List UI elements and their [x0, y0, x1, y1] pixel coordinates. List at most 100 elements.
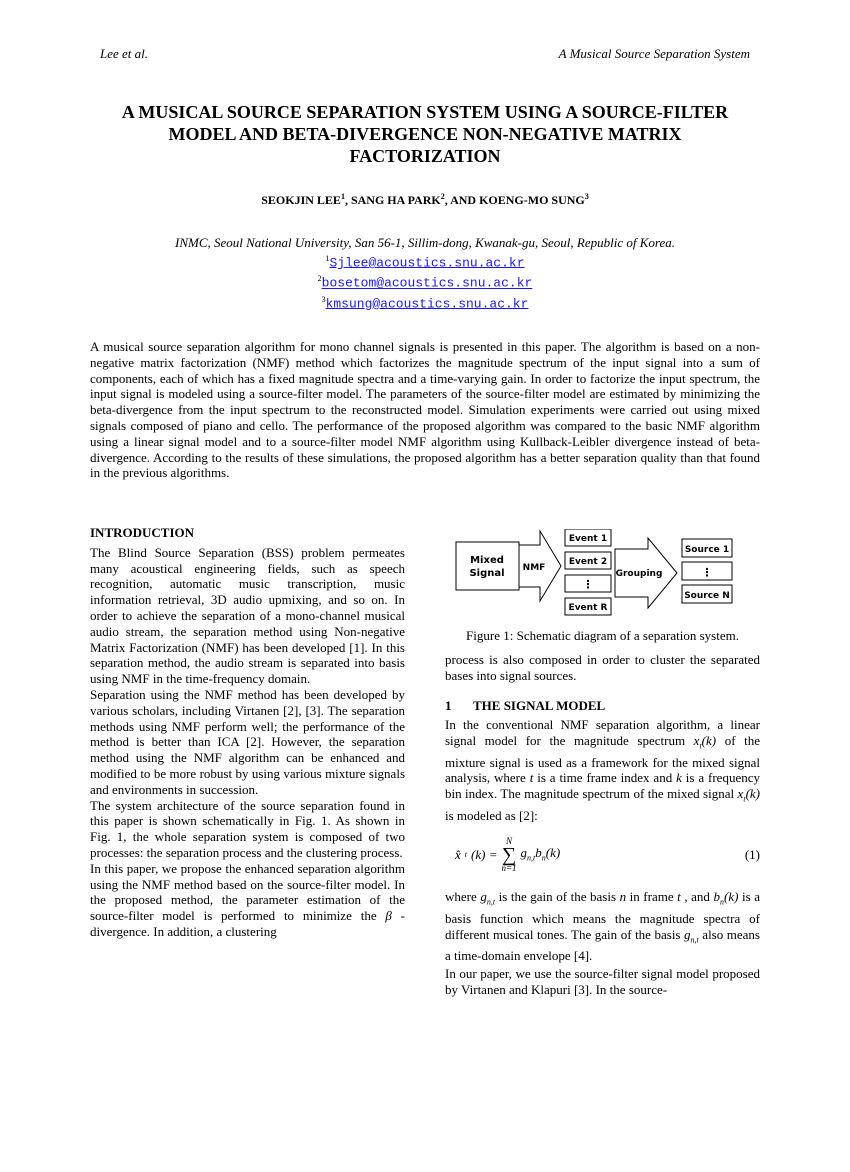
abstract: A musical source separation algorithm fo… [90, 339, 760, 481]
author-sep: , [344, 193, 351, 207]
email-2-marker: 2 [317, 274, 322, 284]
math-x: x [693, 733, 700, 749]
math-t: t [529, 770, 534, 786]
math-arg: (k) [723, 889, 739, 905]
math-n: n [619, 889, 627, 905]
event-2-label: Event 2 [569, 557, 607, 567]
beta-symbol: β [385, 908, 392, 924]
running-head-title: A Musical Source Separation System [558, 46, 750, 61]
title-line-1: A MUSICAL SOURCE SEPARATION SYSTEM USING… [121, 102, 729, 122]
signal-model-paragraph-3: In our paper, we use the source-filter s… [445, 965, 760, 997]
event-2-box [564, 551, 612, 570]
event-r-box [564, 597, 612, 616]
section-title: THE SIGNAL MODEL [473, 697, 606, 713]
left-column: INTRODUCTION The Blind Source Separation… [90, 525, 405, 940]
event-1-label: Event 1 [569, 534, 607, 544]
text-run: is a frequency bin index. The magnitude … [445, 770, 760, 802]
mixed-label-2: Signal [469, 568, 504, 579]
text-run: In the conventional NMF separation algor… [445, 717, 760, 749]
sum-operator: N ∑ n=1 [501, 837, 516, 873]
math-b: b [713, 889, 720, 905]
intro-paragraph-1: The Blind Source Separation (BSS) proble… [90, 544, 405, 687]
author-list: SEOKJIN LEE1, SANG HA PARK2, AND KOENG-M… [60, 192, 790, 208]
continued-paragraph: process is also composed in order to clu… [445, 652, 760, 683]
author-sep: , AND [444, 193, 480, 207]
equation-number: (1) [744, 847, 760, 863]
eq-b: b [535, 844, 542, 860]
source-dots-box [681, 561, 733, 581]
math-sub: t [699, 741, 702, 751]
intro-paragraph-2: Separation using the NMF method has been… [90, 686, 405, 797]
section-number: 1 [445, 697, 452, 713]
text-run: where [445, 889, 481, 905]
email-link-3[interactable]: kmsung@acoustics.snu.ac.kr [325, 295, 529, 311]
equation-1: x̂t(k) = N ∑ n=1 gn,tbn(k) (1) [455, 837, 760, 873]
figure-1-caption: Figure 1: Schematic diagram of a separat… [466, 628, 739, 643]
section-heading-signal-model: 1 THE SIGNAL MODEL [445, 698, 760, 714]
email-link-1[interactable]: Sjlee@acoustics.snu.ac.kr [329, 255, 525, 271]
grouping-arrow-icon [614, 536, 678, 610]
text-run: of the mixture signal is used as a frame… [445, 733, 760, 786]
email-list: 1Sjlee@acoustics.snu.ac.kr 2bosetom@acou… [60, 251, 790, 312]
affiliation: INMC, Seoul National University, San 56-… [175, 235, 675, 250]
math-arg: (k) [701, 733, 717, 749]
math-arg: (k) [745, 786, 760, 802]
text-run: is the gain of the basis [495, 889, 620, 905]
right-column: process is also composed in order to clu… [445, 652, 760, 997]
running-head-authors: Lee et al. [100, 46, 149, 61]
text-run: In this paper, we propose the enhanced s… [90, 860, 405, 924]
grouping-label: Grouping [616, 569, 663, 579]
source-1-box [681, 538, 733, 558]
event-r-label: Event R [569, 603, 608, 613]
text-run: is a basis function which means the magn… [445, 889, 760, 942]
math-x: x [737, 786, 744, 802]
eq-lhs-sub: t [464, 850, 468, 860]
author-3: KOENG-MO SUNG [479, 193, 585, 207]
math-sub: n [719, 897, 724, 907]
math-sub: n,t [690, 935, 699, 945]
text-run: is modeled as [2]: [445, 807, 538, 823]
event-dots-box [564, 574, 612, 593]
source-dots: ⋮ [702, 566, 713, 579]
author-1-affil: 1 [340, 192, 345, 201]
section-heading-introduction: INTRODUCTION [90, 525, 195, 540]
text-run: , and [680, 889, 714, 905]
nmf-label: NMF [523, 563, 546, 573]
eq-lhs-arg: (k) = [471, 847, 498, 863]
eq-lhs: x̂ [455, 847, 461, 863]
signal-model-paragraph-1: In the conventional NMF separation algor… [445, 717, 760, 823]
event-dots: ⋮ [583, 578, 594, 591]
nmf-arrow-icon [518, 529, 562, 603]
intro-paragraph-4: In this paper, we propose the enhanced s… [90, 861, 405, 940]
sum-symbol: ∑ [501, 844, 517, 867]
email-link-2[interactable]: bosetom@acoustics.snu.ac.kr [321, 275, 533, 291]
intro-paragraph-3: The system architecture of the source se… [90, 797, 405, 860]
math-g: g [480, 889, 487, 905]
math-sub: t [743, 794, 746, 804]
title-line-3: FACTORIZATION [349, 146, 501, 166]
math-sub: n,t [486, 897, 496, 907]
text-run: in frame [626, 889, 678, 905]
math-k: k [676, 770, 682, 786]
source-n-box [681, 584, 733, 604]
author-2-affil: 2 [440, 192, 445, 201]
author-2: SANG HA PARK [350, 193, 441, 207]
eq-b-sub: n [541, 853, 546, 863]
text-run: -divergence. In addition, a clustering [90, 908, 405, 939]
text-run: also means a time-domain envelope [4]. [445, 926, 760, 963]
eq-g-sub: n,t [527, 853, 536, 863]
title-line-2: MODEL AND BETA-DIVERGENCE NON-NEGATIVE M… [168, 124, 682, 144]
author-3-affil: 3 [584, 192, 589, 201]
sum-upper: N [506, 836, 513, 847]
figure-1: Mixed Signal NMF Event 1 Event 2 ⋮ Event… [455, 529, 760, 619]
signal-model-paragraph-2: where gn,t is the gain of the basis n in… [445, 889, 760, 963]
mixed-signal-box [455, 541, 520, 591]
email-3-marker: 3 [321, 294, 326, 304]
event-1-box [564, 529, 612, 547]
equation-body: x̂t(k) = N ∑ n=1 gn,tbn(k) [455, 837, 560, 873]
sum-lower: n=1 [501, 863, 517, 874]
email-1-marker: 1 [325, 254, 330, 263]
text-run: is a time frame index and [533, 770, 677, 786]
eq-b-arg: (k) [545, 844, 561, 860]
paper-title: A MUSICAL SOURCE SEPARATION SYSTEM USING… [60, 101, 790, 167]
